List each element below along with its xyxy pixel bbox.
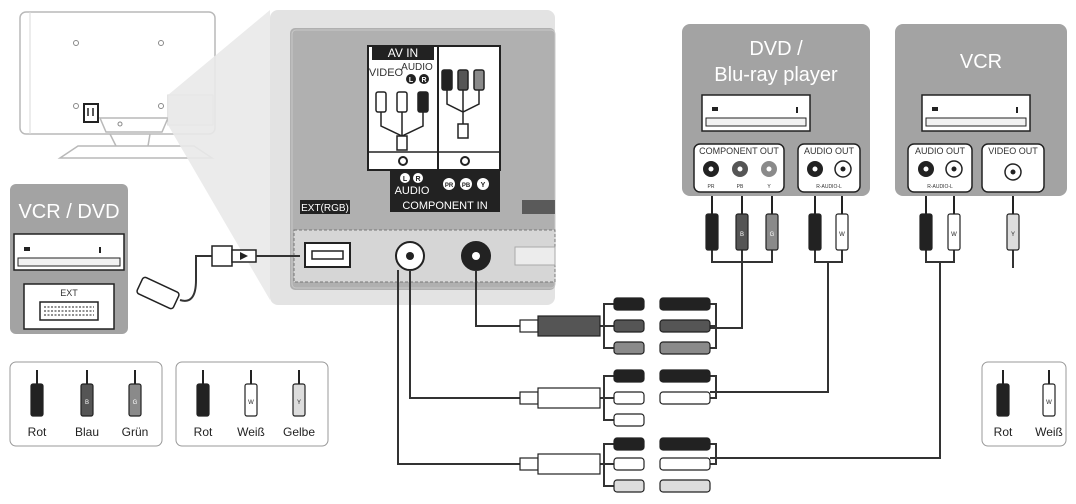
ext-rgb-label: EXT(RGB) <box>301 203 349 214</box>
component-pr-label: PR <box>445 183 454 189</box>
dvd-title-line1: DVD / <box>749 38 803 60</box>
av-in-audio-label: AUDIO <box>401 62 433 73</box>
plug-letter-y: Y <box>1011 232 1015 238</box>
plug-letter-g: G <box>770 232 775 238</box>
dvd-component-out-label: COMPONENT OUT <box>699 146 779 156</box>
dvd-title-line2: Blu-ray player <box>714 64 838 86</box>
plug-letter-w: W <box>839 232 845 238</box>
vcr-title: VCR <box>960 51 1002 73</box>
vcr-device-box: VCR AUDIO OUT R-AUDIO-L VIDEO OUT <box>895 24 1067 196</box>
dvd-bluray-device-box: DVD / Blu-ray player COMPONENT OUT PR PB… <box>682 24 870 196</box>
dvd-comp-pr-label: PR <box>708 184 715 190</box>
vcr-video-out-label: VIDEO OUT <box>988 146 1038 156</box>
legend-label: Gelbe <box>283 425 315 439</box>
legend-label: Rot <box>994 425 1013 439</box>
vcr-audio-sub-label: R-AUDIO-L <box>927 184 953 190</box>
legend-label: Rot <box>194 425 213 439</box>
vcr-dvd-device-box: VCR / DVD EXT <box>10 184 128 334</box>
av-in-title: AV IN <box>388 46 418 60</box>
component-audio-label: AUDIO <box>395 185 430 197</box>
component-y-label: Y <box>481 182 486 189</box>
legend-label: Rot <box>28 425 47 439</box>
legend-plug-letter: G <box>133 400 138 406</box>
device-side-plugs: B G W W Y <box>705 196 1020 251</box>
plug-letter-b: B <box>740 232 744 238</box>
legend-label: Blau <box>75 425 99 439</box>
vcr-dvd-ext-label: EXT <box>60 288 78 298</box>
component-in-title: COMPONENT IN <box>402 200 487 212</box>
component-pb-label: PB <box>462 183 471 189</box>
dvd-audio-sub-label: R-AUDIO-L <box>816 184 842 190</box>
vcr-dvd-title: VCR / DVD <box>18 201 119 223</box>
legend-label: Weiß <box>237 425 265 439</box>
tv-back-panel: AV IN VIDEO AUDIO L R L <box>270 10 556 305</box>
legend-plug-letter: W <box>1046 400 1052 406</box>
legend-plug-letter: B <box>85 400 89 406</box>
vcr-audio-out-label: AUDIO OUT <box>915 146 966 156</box>
adapter-groups <box>519 297 711 493</box>
component-l-label: L <box>403 176 408 183</box>
dvd-comp-y-label: Y <box>767 184 771 190</box>
zoom-highlight <box>168 10 270 300</box>
scart-cable <box>136 245 300 310</box>
dvd-audio-out-label: AUDIO OUT <box>804 146 855 156</box>
av-in-l-label: L <box>409 77 414 84</box>
component-r-label: R <box>415 176 420 183</box>
legend-label: Weiß <box>1035 425 1063 439</box>
av-in-video-label: VIDEO <box>369 67 404 79</box>
dvd-comp-pb-label: PB <box>737 184 744 190</box>
legend-plug-letter: W <box>248 400 254 406</box>
plug-letter-w: W <box>951 232 957 238</box>
legend-label: Grün <box>122 425 149 439</box>
av-in-r-label: R <box>421 77 426 84</box>
cables <box>397 250 1014 487</box>
legend-plug-letter: Y <box>297 400 301 406</box>
legend-plugs <box>30 370 1056 417</box>
